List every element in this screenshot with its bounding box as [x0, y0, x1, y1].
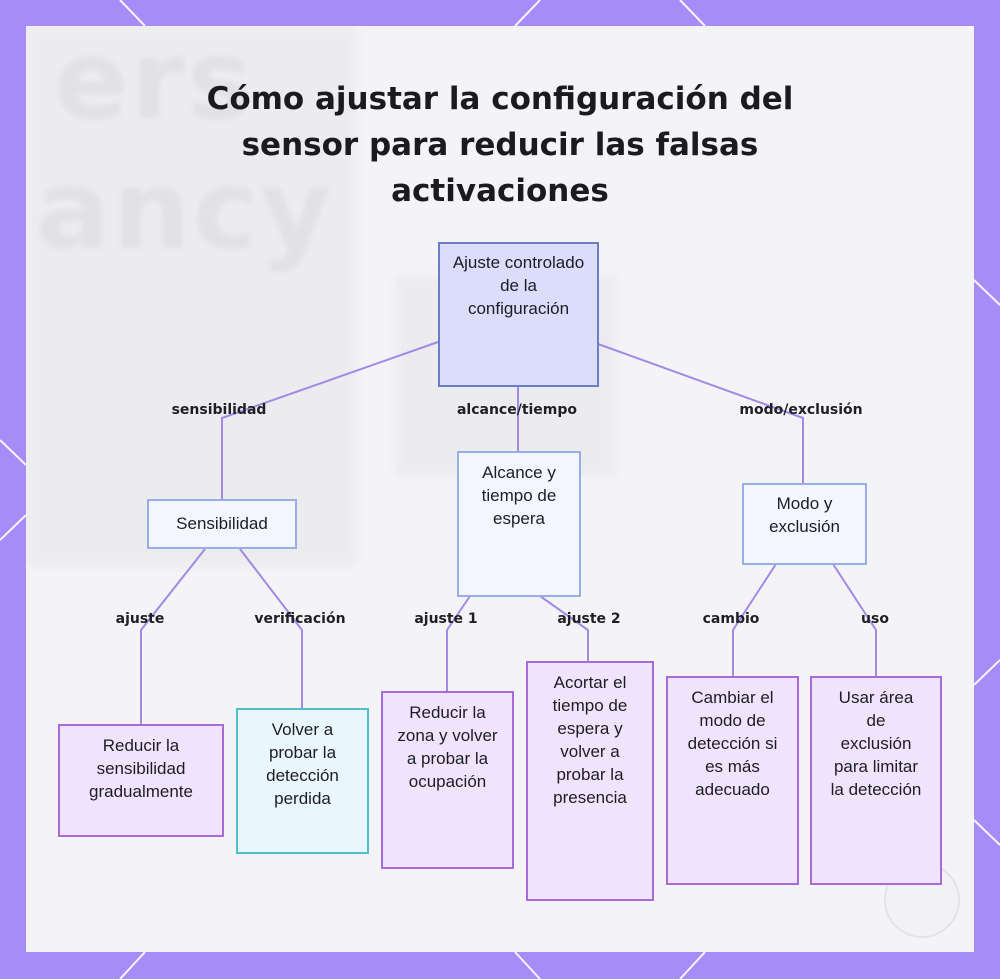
node-sensibilidad-label: Sensibilidad [176, 514, 268, 533]
leaf-reducir-sensibilidad: Reducir la sensibilidad gradualmente [58, 724, 224, 837]
leaf-volver-probar-deteccion: Volver a probar la detección perdida [236, 708, 369, 854]
edge-root-sensibilidad [221, 341, 439, 499]
leaf-volver-probar-deteccion-label: Volver a probar la detección perdida [266, 720, 339, 808]
edge-modo-uso [832, 563, 877, 676]
edge-sensibilidad-verificacion [239, 548, 303, 708]
node-sensibilidad: Sensibilidad [147, 499, 297, 549]
leaf-reducir-zona: Reducir la zona y volver a probar la ocu… [381, 691, 514, 869]
diagram-title: Cómo ajustar la configuración del sensor… [206, 81, 794, 209]
edge-sensibilidad-ajuste [140, 548, 206, 724]
node-alcance-tiempo: Alcance y tiempo de espera [457, 451, 581, 597]
edge-root-modo [597, 343, 804, 483]
leaf-usar-area-exclusion: Usar área de exclusión para limitar la d… [810, 676, 942, 885]
edge-label-sensibilidad: sensibilidad [171, 402, 267, 418]
edge-label-ajuste-1: ajuste 1 [414, 611, 478, 627]
edge-label-uso: uso [861, 611, 889, 627]
edge-label-verificacion: verificación [254, 611, 346, 627]
edge-label-cambio: cambio [702, 611, 760, 627]
root-node: Ajuste controlado de la configuración [438, 242, 599, 387]
edge-modo-cambio [732, 563, 777, 676]
leaf-reducir-zona-label: Reducir la zona y volver a probar la ocu… [397, 703, 498, 791]
leaf-cambiar-modo-label: Cambiar el modo de detección si es más a… [687, 688, 778, 799]
node-alcance-tiempo-label: Alcance y tiempo de espera [481, 463, 557, 528]
leaf-cambiar-modo: Cambiar el modo de detección si es más a… [666, 676, 799, 885]
edge-label-ajuste-2: ajuste 2 [557, 611, 621, 627]
leaf-usar-area-exclusion-label: Usar área de exclusión para limitar la d… [830, 688, 922, 799]
leaf-reducir-sensibilidad-label: Reducir la sensibilidad gradualmente [89, 736, 193, 801]
edge-label-ajuste: ajuste [115, 611, 165, 627]
leaf-acortar-tiempo-label: Acortar el tiempo de espera y volver a p… [552, 673, 628, 807]
root-node-label: Ajuste controlado de la configuración [452, 253, 585, 318]
edge-alcance-ajuste1 [446, 595, 471, 691]
leaf-acortar-tiempo: Acortar el tiempo de espera y volver a p… [526, 661, 654, 901]
edge-label-alcance-tiempo: alcance/tiempo [456, 402, 578, 418]
node-modo-exclusion: Modo y exclusión [742, 483, 867, 565]
node-modo-exclusion-label: Modo y exclusión [769, 494, 840, 536]
edge-label-modo-exclusion: modo/exclusión [739, 402, 863, 418]
edge-alcance-ajuste2 [539, 595, 589, 661]
